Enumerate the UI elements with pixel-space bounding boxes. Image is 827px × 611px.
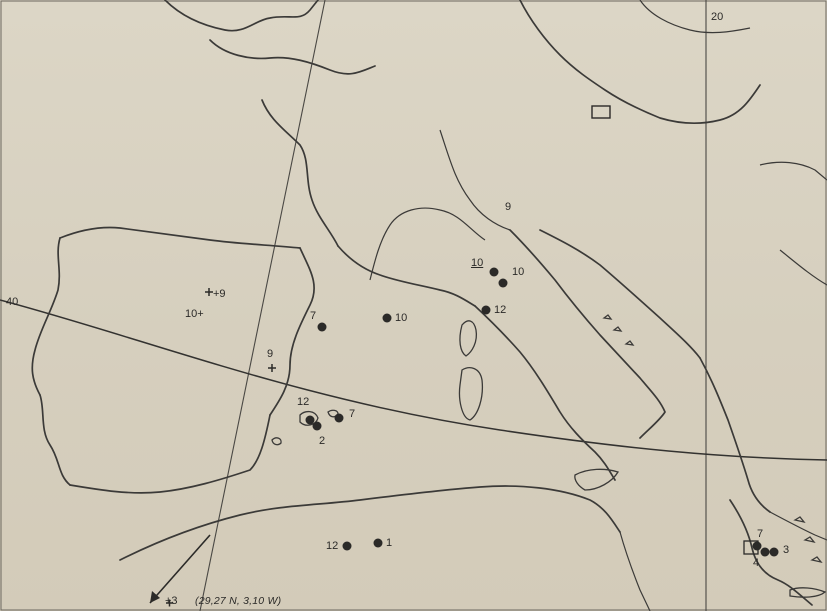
island-corsica	[459, 320, 478, 357]
site-marker-7b	[334, 413, 344, 423]
site-marker-12b	[305, 415, 315, 425]
coastline-greece	[729, 499, 813, 606]
site-marker-2	[312, 421, 322, 431]
site-label-7a: 7	[310, 310, 317, 322]
island-ibiza	[271, 437, 282, 446]
islands-aegean-3	[810, 556, 823, 564]
site-marker-10c	[498, 278, 508, 288]
site-marker-1	[373, 538, 383, 548]
site-marker-10a	[382, 313, 392, 323]
site-label-10b: 10	[471, 257, 484, 269]
coastline-spain-east	[269, 247, 315, 416]
coastline-africa-east	[619, 531, 651, 611]
coastline-balkans	[699, 357, 771, 513]
coastline-east-mid	[779, 249, 827, 286]
islands-aegean-1	[793, 516, 806, 524]
coastline-spain-south	[69, 414, 271, 494]
track-curve	[0, 299, 827, 461]
site-label-12c: 12	[326, 540, 339, 552]
site-label-12a: 12	[494, 304, 507, 316]
coastline-baltic	[519, 0, 761, 124]
site-label-3b: +3	[165, 595, 178, 607]
coastline-north-africa	[119, 485, 621, 561]
site-marker-7a	[317, 322, 327, 332]
islands-adriatic-1	[602, 314, 613, 320]
islands-adriatic-3	[624, 340, 635, 346]
coastline-channel	[209, 39, 376, 75]
site-marker-12a	[481, 305, 491, 315]
coastline-adriatic-east	[539, 229, 701, 359]
off-map-coordinates: (29,27 N, 3,10 W)	[195, 595, 282, 607]
site-label-7b: 7	[349, 408, 356, 420]
site-label-9a: 9	[505, 201, 512, 213]
map-box-marker	[591, 105, 611, 119]
coastline-north-sea	[164, 0, 319, 32]
site-label-12b: 12	[297, 396, 310, 408]
island-crete	[789, 587, 827, 598]
site-marker-3	[769, 547, 779, 557]
islands-aegean-2	[803, 536, 816, 544]
site-label-9b: 9	[267, 348, 274, 360]
longitude-label-20: 20	[711, 11, 724, 23]
site-marker-7c	[752, 541, 762, 551]
latitude-label-40: 40	[6, 296, 19, 308]
islands-adriatic-2	[612, 326, 623, 332]
plus-marker-9c	[268, 364, 276, 372]
meridian-line-west	[199, 0, 326, 611]
coastline-portugal	[39, 394, 71, 486]
coastline-far-east	[759, 161, 827, 181]
coastline-spain-west	[31, 237, 61, 396]
off-map-arrow-head	[150, 591, 160, 603]
site-marker-4	[760, 547, 770, 557]
site-label-1: 1	[386, 537, 393, 549]
off-map-arrow-line	[149, 534, 211, 604]
coastline-northeast	[639, 0, 751, 34]
site-label-9c: +9	[213, 288, 226, 300]
coastline-gulf-of-lion	[337, 245, 476, 307]
coastline-spain-north	[59, 226, 301, 249]
site-label-10d: 10+	[185, 308, 204, 320]
site-label-7c: 7	[757, 528, 764, 540]
island-sicily	[574, 468, 619, 491]
site-label-2: 2	[319, 435, 326, 447]
island-mallorca	[299, 410, 319, 426]
site-marker-12c	[342, 541, 352, 551]
coastline-aegean	[769, 511, 827, 541]
site-marker-10b	[489, 267, 499, 277]
site-label-4: 4	[753, 557, 760, 569]
coastline-france-west	[261, 99, 339, 247]
rhine-region	[439, 129, 511, 231]
coastline-italy-west	[474, 305, 616, 481]
alps-region	[369, 207, 486, 281]
plus-marker-3b	[166, 599, 173, 607]
greece-site-box	[743, 540, 759, 555]
site-label-3: 3	[783, 544, 790, 556]
coastline-italy-east	[509, 229, 666, 439]
plus-marker-9b	[205, 288, 213, 296]
site-label-10a: 10	[395, 312, 408, 324]
site-label-10c: 10	[512, 266, 525, 278]
island-sardinia	[458, 367, 484, 421]
